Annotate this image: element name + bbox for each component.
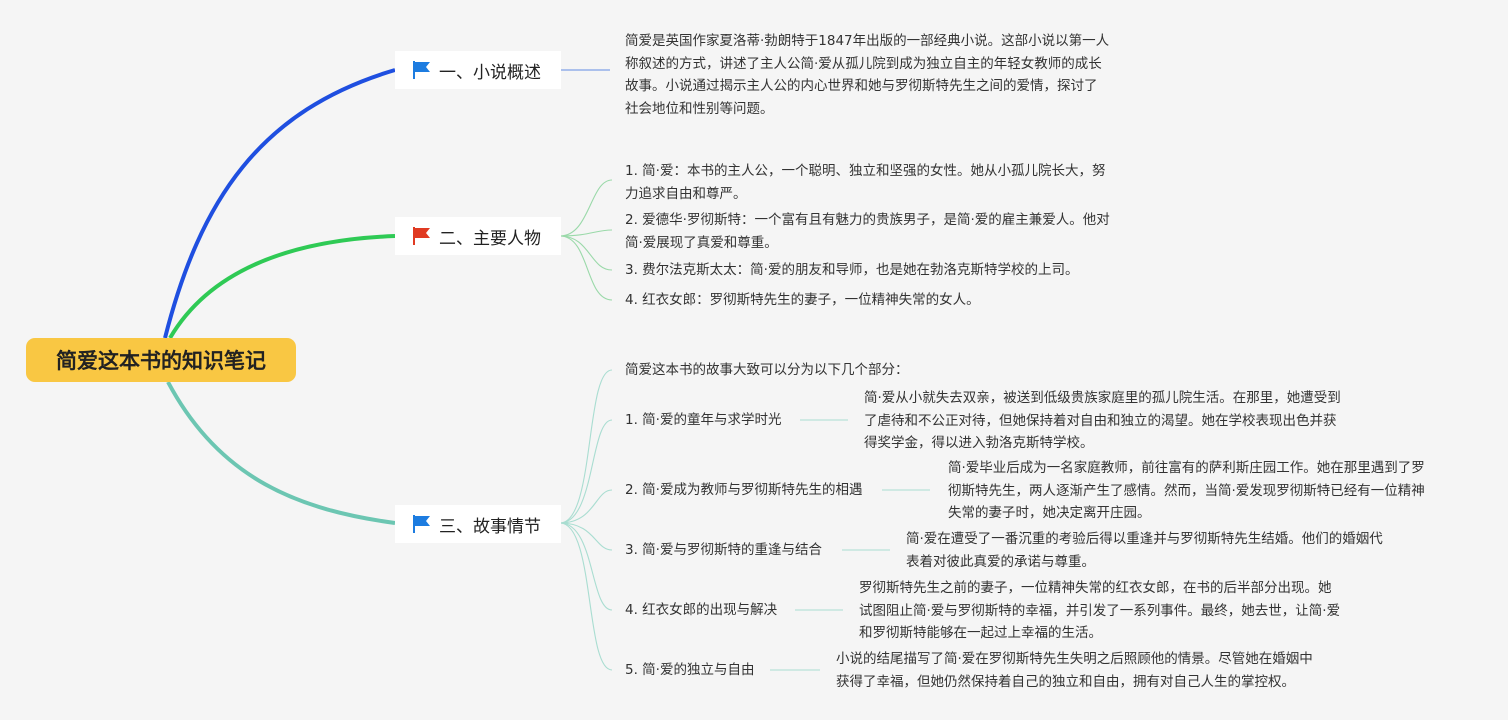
edge-plot-3	[559, 522, 613, 551]
branch-overview[interactable]: 一、小说概述	[395, 51, 561, 89]
plot-part-3-title[interactable]: 3. 简·爱与罗彻斯特的重逢与结合	[625, 539, 822, 562]
branch-label: 二、主要人物	[439, 228, 541, 249]
edge-root-to-characters	[168, 234, 396, 340]
blue-flag-icon	[413, 61, 430, 79]
plot-detail-line: 试图阻止简·爱与罗彻斯特的幸福，并引发了一系列事件。最终，她去世，让简·爱	[859, 602, 1341, 619]
plot-detail-line: 彻斯特先生，两人逐渐产生了感情。然而，当简·爱发现罗彻斯特已经有一位精神	[948, 482, 1425, 499]
character-item-4[interactable]: 4. 红衣女郎：罗彻斯特先生的妻子，一位精神失常的女人。	[625, 289, 980, 312]
edge-plot-intro	[559, 369, 613, 524]
branch-plot[interactable]: 三、故事情节	[395, 505, 561, 543]
plot-detail-line: 简·爱在遭受了一番沉重的考验后得以重逢并与罗彻斯特先生结婚。他们的婚姻代	[906, 531, 1383, 547]
plot-detail-line: 小说的结尾描写了简·爱在罗彻斯特先生失明之后照顾他的情景。尽管她在婚姻中	[836, 651, 1313, 667]
plot-detail-line: 得奖学金，得以进入勃洛克斯特学校。	[864, 435, 1094, 451]
plot-part-3-detail[interactable]: 简·爱在遭受了一番沉重的考验后得以重逢并与罗彻斯特先生结婚。他们的婚姻代 表着对…	[906, 528, 1383, 573]
plot-part-4-detail[interactable]: 罗彻斯特先生之前的妻子，一位精神失常的红衣女郎，在书的后半部分出现。她 试图阻止…	[859, 577, 1340, 645]
summary-line: 故事。小说通过揭示主人公的内心世界和她与罗彻斯特先生之间的爱情，探讨了	[625, 78, 1098, 94]
character-line: 1. 简·爱：本书的主人公，一个聪明、独立和坚强的女性。她从小孤儿院长大，努	[625, 163, 1106, 179]
plot-detail-line: 罗彻斯特先生之前的妻子，一位精神失常的红衣女郎，在书的后半部分出现。她	[859, 580, 1332, 596]
plot-part-4-title[interactable]: 4. 红衣女郎的出现与解决	[625, 599, 777, 622]
edge-character-4	[559, 235, 613, 301]
plot-part-2-detail[interactable]: 简·爱毕业后成为一名家庭教师，前往富有的萨利斯庄园工作。她在那里遇到了罗 彻斯特…	[948, 457, 1425, 525]
plot-part-1-detail[interactable]: 简·爱从小就失去双亲，被送到低级贵族家庭里的孤儿院生活。在那里，她遭受到 了虐待…	[864, 387, 1341, 455]
edge-plot-2	[559, 489, 613, 524]
plot-intro[interactable]: 简爱这本书的故事大致可以分为以下几个部分：	[625, 359, 909, 382]
edge-character-1	[559, 179, 613, 237]
plot-detail-line: 和罗彻斯特能够在一起过上幸福的生活。	[859, 625, 1102, 641]
character-line: 3. 费尔法克斯太太：简·爱的朋友和导师，也是她在勃洛克斯特学校的上司。	[625, 262, 1079, 278]
branch-label: 三、故事情节	[439, 516, 541, 537]
edge-character-2	[559, 229, 613, 237]
plot-part-5-detail[interactable]: 小说的结尾描写了简·爱在罗彻斯特先生失明之后照顾他的情景。尽管她在婚姻中 获得了…	[836, 648, 1313, 693]
plot-part-title: 3. 简·爱与罗彻斯特的重逢与结合	[625, 542, 822, 558]
branch-label: 一、小说概述	[439, 62, 541, 83]
character-item-2[interactable]: 2. 爱德华·罗彻斯特：一个富有且有魅力的贵族男子，是简·爱的雇主兼爱人。他对 …	[625, 209, 1110, 254]
red-flag-icon	[413, 227, 430, 245]
branch-characters[interactable]: 二、主要人物	[395, 217, 561, 255]
plot-detail-line: 获得了幸福，但她仍然保持着自己的独立和自由，拥有对自己人生的掌控权。	[836, 673, 1295, 690]
plot-detail-line: 表着对彼此真爱的承诺与尊重。	[906, 553, 1095, 570]
plot-part-2-title[interactable]: 2. 简·爱成为教师与罗彻斯特先生的相遇	[625, 479, 862, 502]
plot-part-1-title[interactable]: 1. 简·爱的童年与求学时光	[625, 409, 781, 432]
root-node[interactable]: 简爱这本书的知识笔记	[26, 338, 296, 382]
plot-intro-text: 简爱这本书的故事大致可以分为以下几个部分：	[625, 362, 909, 378]
summary-line: 社会地位和性别等问题。	[625, 100, 774, 117]
summary-line: 简爱是英国作家夏洛蒂·勃朗特于1847年出版的一部经典小说。这部小说以第一人	[625, 33, 1110, 49]
summary-line: 称叙述的方式，讲述了主人公简·爱从孤儿院到成为独立自主的年轻女教师的成长	[625, 55, 1102, 72]
character-item-3[interactable]: 3. 费尔法克斯太太：简·爱的朋友和导师，也是她在勃洛克斯特学校的上司。	[625, 259, 1078, 282]
edge-root-to-plot	[166, 381, 396, 525]
character-item-1[interactable]: 1. 简·爱：本书的主人公，一个聪明、独立和坚强的女性。她从小孤儿院长大，努 力…	[625, 160, 1105, 205]
plot-detail-line: 简·爱毕业后成为一名家庭教师，前往富有的萨利斯庄园工作。她在那里遇到了罗	[948, 460, 1425, 476]
plot-part-title: 4. 红衣女郎的出现与解决	[625, 602, 778, 618]
plot-part-title: 5. 简·爱的独立与自由	[625, 662, 755, 678]
edge-character-3	[559, 235, 613, 271]
blue-flag-icon	[413, 515, 430, 533]
character-line: 4. 红衣女郎：罗彻斯特先生的妻子，一位精神失常的女人。	[625, 292, 980, 308]
plot-part-title: 1. 简·爱的童年与求学时光	[625, 412, 782, 428]
plot-part-5-title[interactable]: 5. 简·爱的独立与自由	[625, 659, 754, 682]
edge-plot-4	[559, 522, 613, 611]
edge-plot-5	[559, 522, 613, 671]
edge-plot-1	[559, 419, 613, 524]
character-line: 2. 爱德华·罗彻斯特：一个富有且有魅力的贵族男子，是简·爱的雇主兼爱人。他对	[625, 212, 1110, 228]
edge-root-to-overview	[163, 68, 396, 339]
overview-summary[interactable]: 简爱是英国作家夏洛蒂·勃朗特于1847年出版的一部经典小说。这部小说以第一人 称…	[625, 30, 1109, 120]
character-line: 力追求自由和尊严。	[625, 185, 747, 202]
plot-detail-line: 简·爱从小就失去双亲，被送到低级贵族家庭里的孤儿院生活。在那里，她遭受到	[864, 390, 1341, 406]
character-line: 简·爱展现了真爱和尊重。	[625, 234, 778, 251]
root-title: 简爱这本书的知识笔记	[56, 349, 266, 373]
plot-part-title: 2. 简·爱成为教师与罗彻斯特先生的相遇	[625, 482, 863, 498]
plot-detail-line: 失常的妻子时，她决定离开庄园。	[948, 505, 1151, 521]
plot-detail-line: 了虐待和不公正对待，但她保持着对自由和独立的渴望。她在学校表现出色并获	[864, 412, 1337, 429]
